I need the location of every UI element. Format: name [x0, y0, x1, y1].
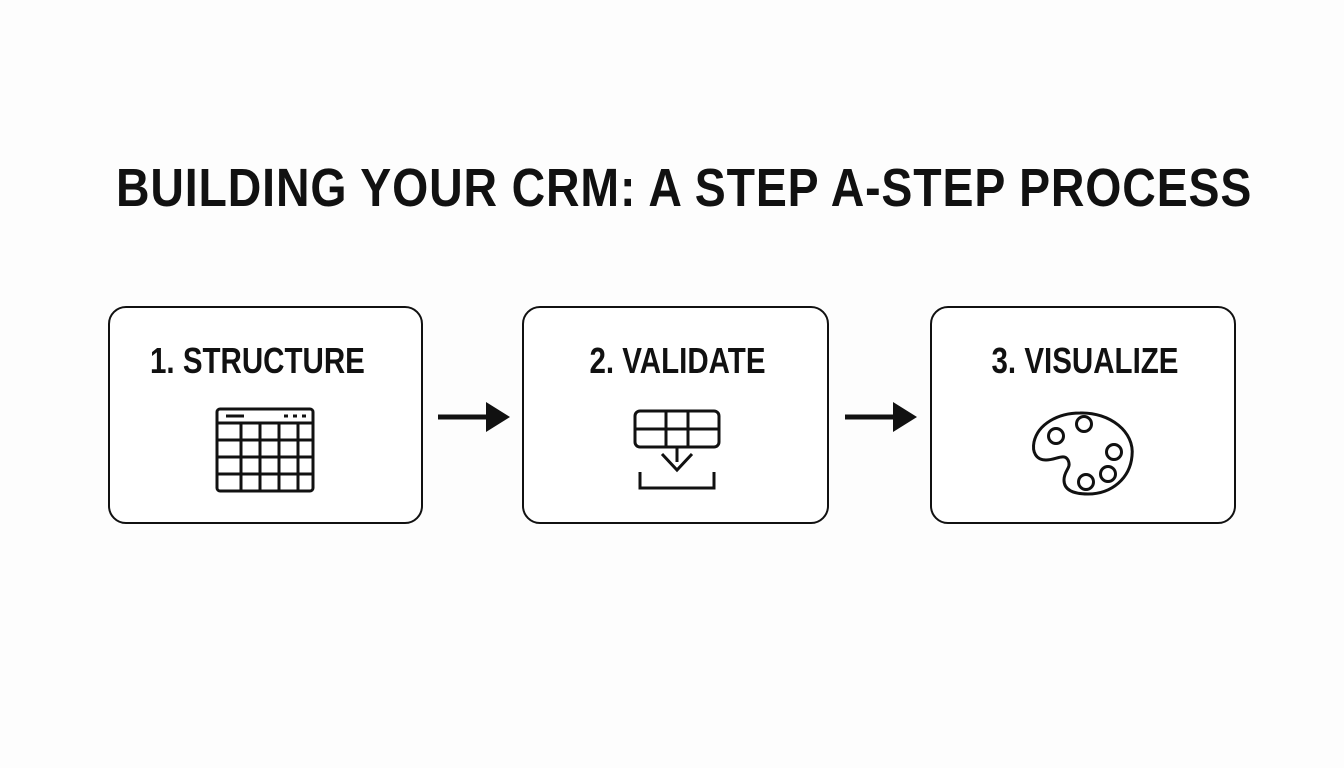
- step-label-visualize: 3. VISUALIZE: [991, 340, 1179, 381]
- step-label-validate: 2. VALIDATE: [589, 340, 766, 381]
- step-box-visualize: 3. VISUALIZE: [930, 306, 1236, 524]
- data-validate-import-icon: [633, 409, 721, 490]
- diagram-title: BUILDING YOUR CRM: A STEP A-STEP PROCESS: [116, 158, 1253, 218]
- step-box-validate: 2. VALIDATE: [522, 306, 829, 524]
- paint-palette-icon: [1032, 411, 1134, 496]
- spreadsheet-grid-icon: [215, 407, 315, 493]
- right-arrow-icon: [845, 402, 917, 432]
- right-arrow-icon: [438, 402, 510, 432]
- step-label-structure: 1. STRUCTURE: [150, 340, 365, 381]
- step-box-structure: 1. STRUCTURE: [108, 306, 423, 524]
